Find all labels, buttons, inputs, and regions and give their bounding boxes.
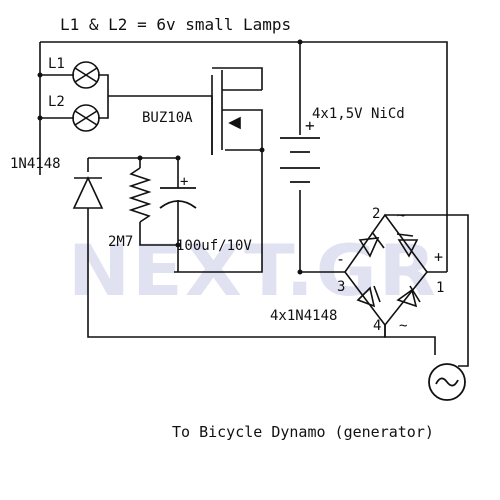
mosfet-label: BUZ10A [142, 110, 193, 126]
bridge-plus-sign: + [434, 248, 443, 266]
diode-label: 1N4148 [10, 156, 61, 172]
header-note: L1 & L2 = 6v small Lamps [60, 15, 291, 34]
bridge-label: 4x1N4148 [270, 308, 337, 324]
bridge-minus-sign: - [336, 250, 345, 268]
battery-symbol [280, 137, 320, 183]
bridge-node-4: 4 [373, 318, 381, 334]
capacitor-label: 100uf/10V [176, 238, 252, 254]
lamp-l1 [72, 61, 100, 89]
bridge-node-1: 1 [436, 280, 444, 296]
footer-caption: To Bicycle Dynamo (generator) [172, 423, 434, 441]
ac-mark-top: ~ [397, 208, 405, 224]
bridge-node-3: 3 [337, 279, 345, 295]
bridge-node-2: 2 [372, 206, 380, 222]
resistor-label: 2M7 [108, 234, 133, 250]
wires [39, 41, 469, 367]
ac-mark-bottom: ~ [399, 318, 407, 334]
battery-plus-sign: + [305, 116, 315, 135]
junction-dots [37, 39, 303, 275]
capacitor-plus-sign: + [180, 174, 188, 190]
dynamo-symbol [428, 363, 466, 401]
lamp-l2-label: L2 [48, 94, 65, 110]
lamp-l2 [72, 104, 100, 132]
mosfet-symbol [211, 70, 262, 155]
bridge-rectifier [344, 213, 429, 327]
diode-1n4148-symbol [72, 176, 104, 209]
resistor-symbol [128, 167, 152, 223]
lamp-l1-label: L1 [48, 56, 65, 72]
battery-label: 4x1,5V NiCd [312, 106, 405, 122]
capacitor-symbol [159, 187, 197, 209]
